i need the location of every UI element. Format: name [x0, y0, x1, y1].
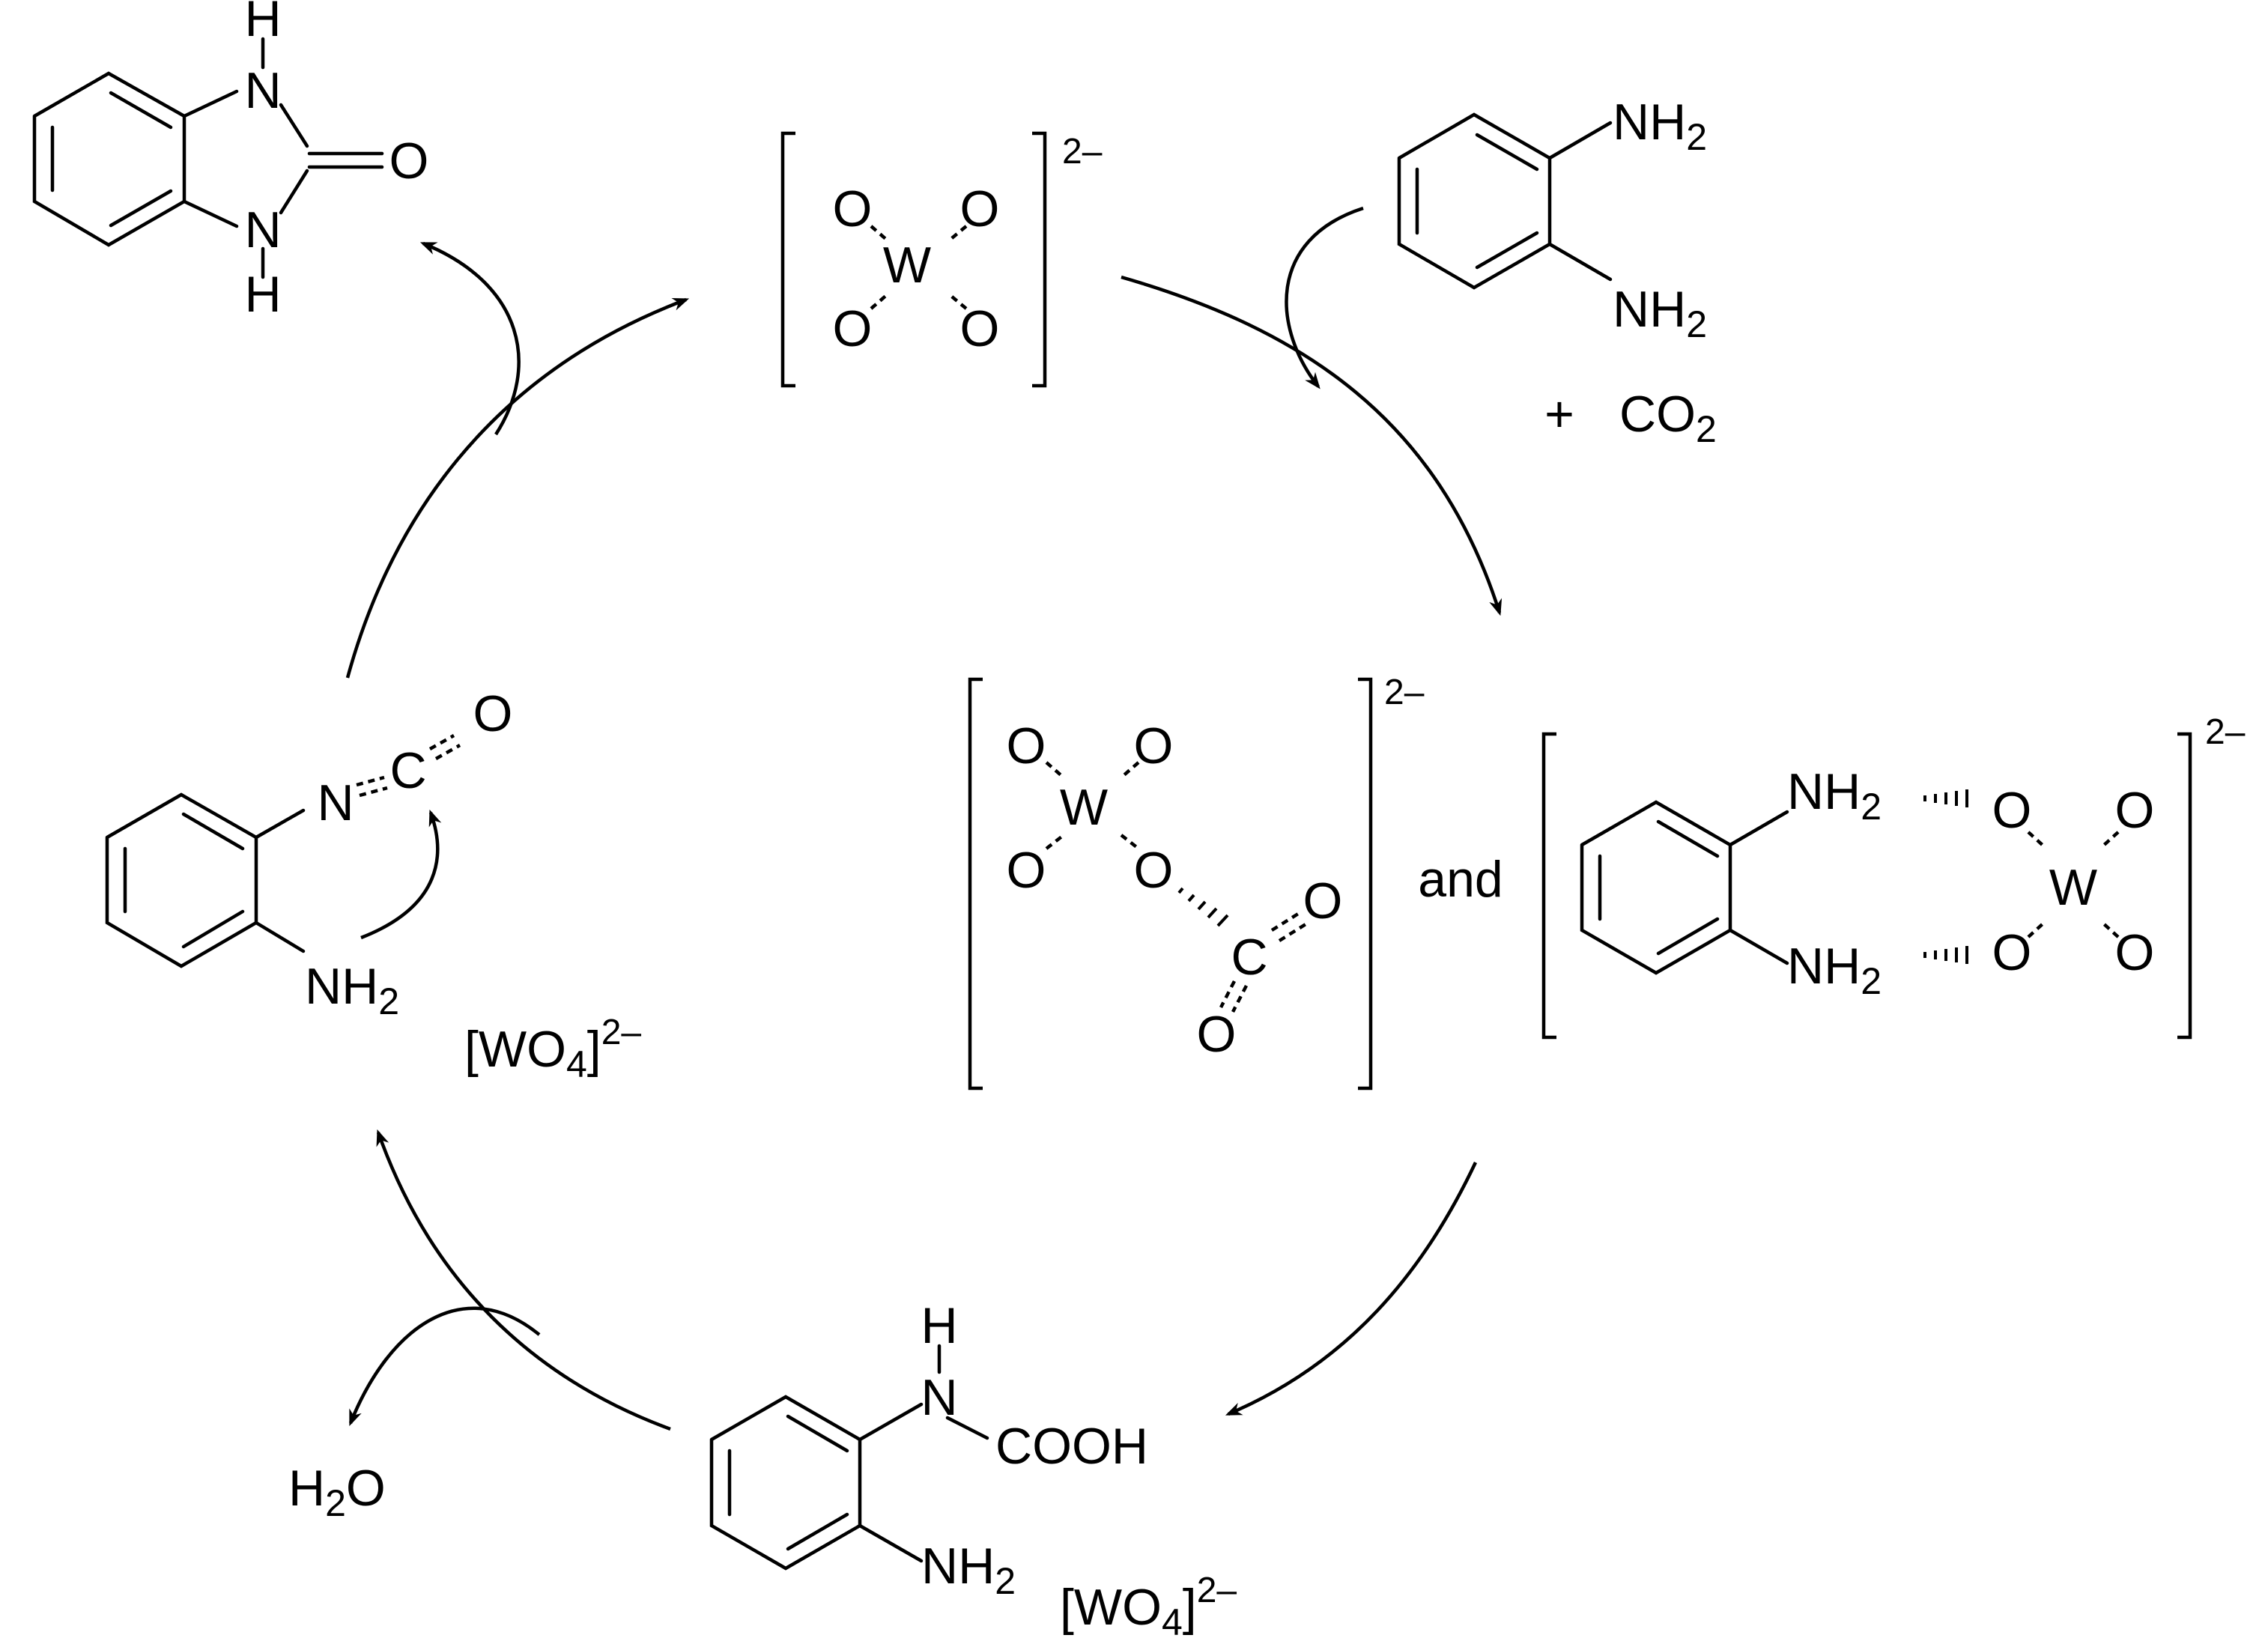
carbamic-acid-intermediate: H N COOH NH2 [WO4]2– — [709, 1297, 1237, 1643]
oxo-oxygen: O — [2115, 782, 2155, 839]
oxo-oxygen: O — [2115, 924, 2155, 981]
curved-arrow — [1225, 1162, 1478, 1416]
curved-arrow — [348, 1306, 541, 1427]
amine-nh2: NH2 — [1787, 938, 1882, 1002]
co2-oxygen: O — [1303, 873, 1343, 929]
hydrogen-bond-hash — [1177, 887, 1229, 927]
isocyanate-oxygen: O — [473, 685, 513, 742]
water-byproduct: H2O — [288, 1460, 386, 1524]
tungstate-catalyst: W O O O O 2– — [780, 131, 1103, 388]
curved-arrow — [1285, 206, 1364, 389]
amide-hydrogen: H — [921, 1297, 957, 1354]
hydrogen-bond-hash — [1923, 946, 1968, 964]
curved-arrow — [419, 241, 521, 436]
tungsten-atom: W — [883, 237, 931, 294]
tungsten-atom: W — [2049, 859, 2097, 916]
oxo-oxygen: O — [833, 181, 873, 237]
oxo-oxygen: O — [960, 300, 1000, 357]
tungstate-co2-adduct: W O O O O C O O 2– — [968, 673, 1425, 1091]
tungstate-counterion: [WO4]2– — [1060, 1571, 1237, 1643]
curved-arrow — [360, 809, 442, 940]
isocyanate-carbon: C — [389, 742, 426, 799]
benzimidazolone-ring — [32, 37, 384, 279]
co2-carbon: C — [1231, 929, 1267, 986]
curved-arrow — [1121, 275, 1503, 616]
and-connector: and — [1418, 851, 1503, 908]
charge-label: 2– — [2205, 712, 2246, 752]
oxo-oxygen: O — [1007, 718, 1046, 774]
benzimidazolone-product: H N N H O — [32, 0, 429, 323]
co2-oxygen: O — [1197, 1006, 1237, 1063]
carboxylic-acid-group: COOH — [995, 1418, 1148, 1475]
oxo-oxygen: O — [1992, 924, 2032, 981]
hydrogen-bond-hash — [1923, 789, 1968, 807]
amine-nh2: NH2 — [1613, 94, 1707, 158]
amide-nitrogen: N — [921, 1369, 957, 1426]
cycle-arrows — [345, 206, 1503, 1431]
isocyanate-nitrogen: N — [317, 774, 354, 831]
charge-label: 2– — [1062, 132, 1103, 172]
oxo-oxygen: O — [1992, 782, 2032, 839]
curved-arrow — [376, 1129, 671, 1431]
co2-reactant: CO2 — [1619, 386, 1717, 450]
diamine-tungstate-complex: NH2 NH2 O O O O W 2– — [1541, 712, 2246, 1040]
amine-nh2: NH2 — [1787, 763, 1882, 828]
nh-hydrogen-bottom: H — [244, 266, 281, 323]
isocyanate-intermediate: N C O NH2 [WO4]2– — [105, 685, 641, 1085]
amine-nh2: NH2 — [921, 1538, 1016, 1602]
oxo-oxygen: O — [1007, 842, 1046, 899]
amine-nh2: NH2 — [1613, 281, 1707, 345]
o-phenylenediamine-reactant: NH2 NH2 + CO2 — [1397, 94, 1717, 450]
tungstate-counterion: [WO4]2– — [464, 1013, 641, 1085]
carbonyl-oxygen: O — [389, 133, 429, 189]
charge-label: 2– — [1384, 673, 1425, 712]
plus-sign: + — [1544, 386, 1574, 443]
nh-nitrogen-top: N — [244, 62, 281, 119]
amine-nh2: NH2 — [305, 958, 399, 1022]
oxo-oxygen: O — [960, 181, 1000, 237]
curved-arrow — [345, 297, 690, 679]
tungsten-atom: W — [1060, 779, 1108, 836]
oxo-oxygen: O — [833, 300, 873, 357]
bridging-oxygen: O — [1134, 842, 1174, 899]
oxo-oxygen: O — [1134, 718, 1174, 774]
nh-nitrogen-bottom: N — [244, 201, 281, 258]
nh-hydrogen-top: H — [244, 0, 281, 47]
